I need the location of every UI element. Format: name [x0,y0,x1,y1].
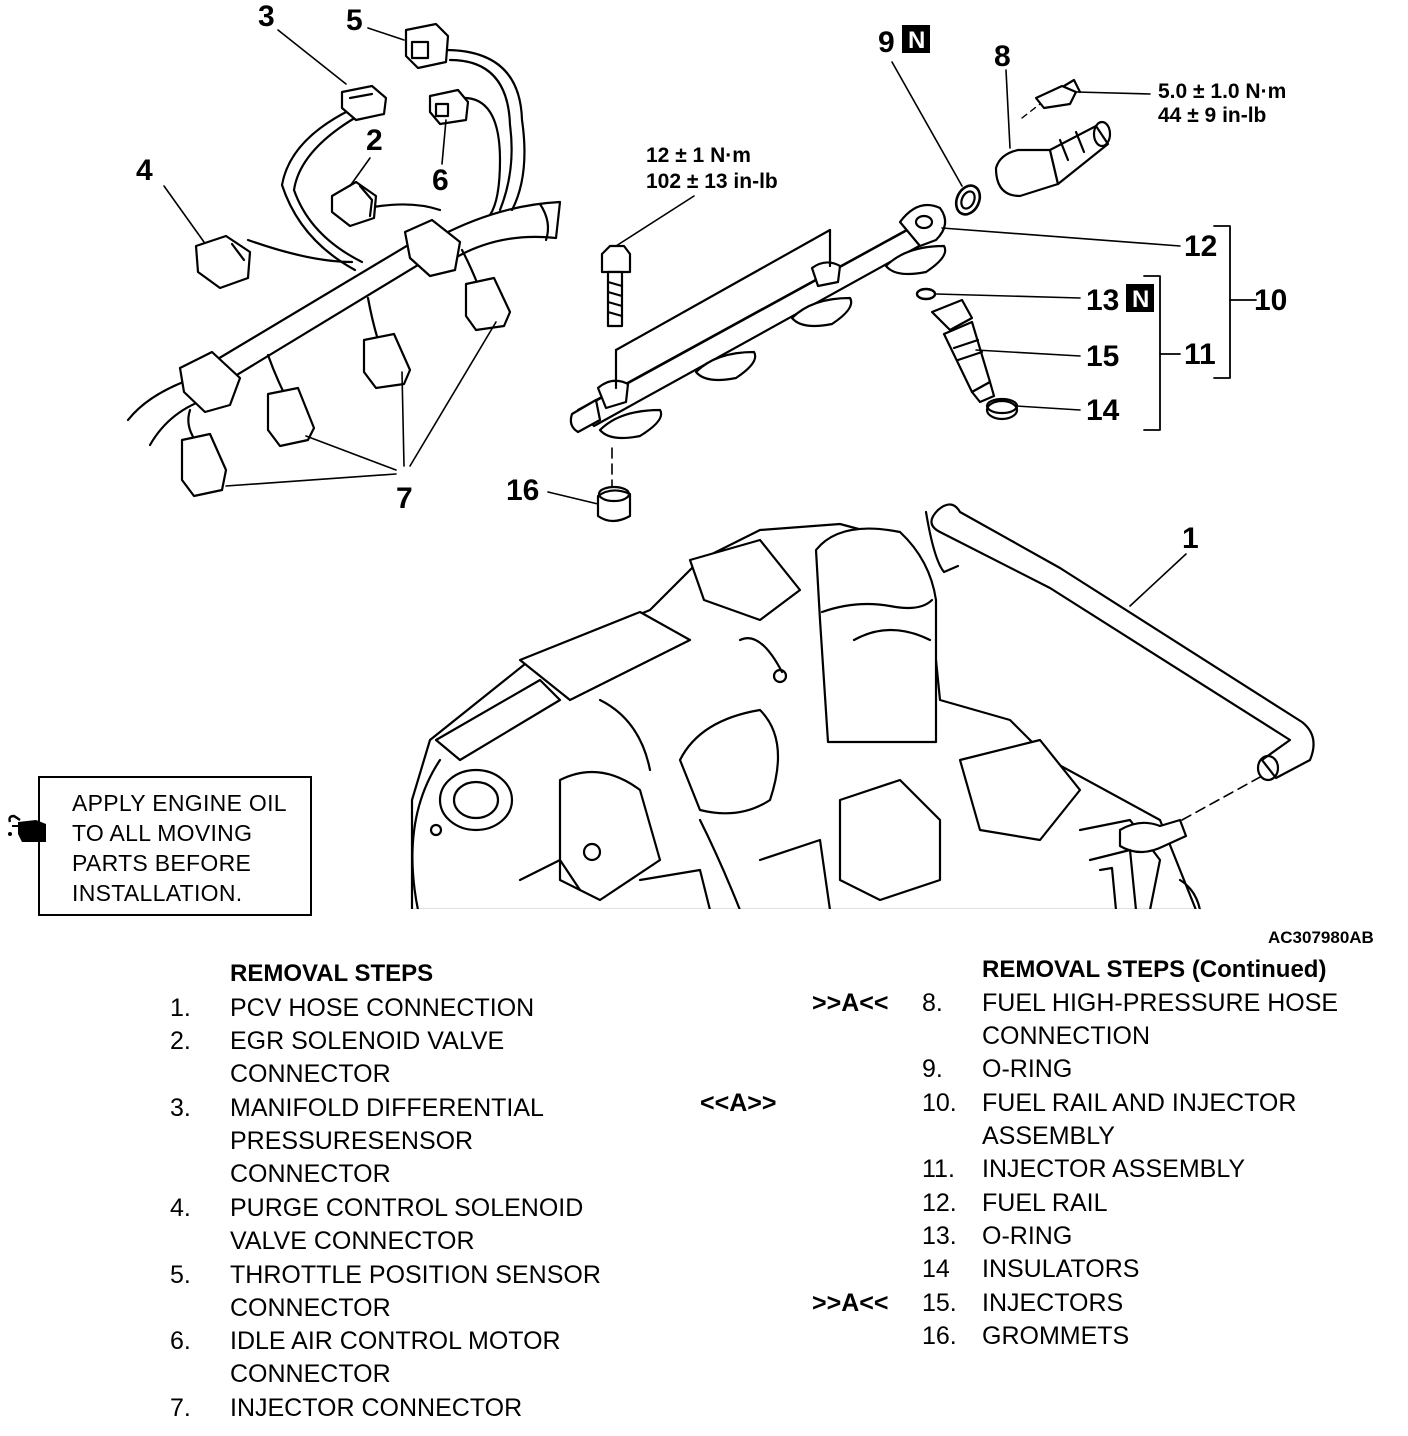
callout-13: 13 [1086,284,1119,317]
step-text: INJECTORS [982,1289,1124,1317]
step-text: CONNECTOR [230,1360,391,1388]
step-text: MANIFOLD DIFFERENTIAL [230,1094,544,1122]
callout-10: 10 [1254,284,1287,317]
callout-3: 3 [258,0,275,33]
new-part-badge-13: N [1126,284,1154,313]
step-text: IDLE AIR CONTROL MOTOR [230,1327,561,1355]
step-text: O-RING [982,1055,1073,1083]
procedure-mark: >>A<< [812,989,889,1017]
connector-2-egr [330,180,378,228]
step-text: INSULATORS [982,1255,1140,1283]
callout-16: 16 [506,474,539,507]
step-number: 12. [922,1189,957,1217]
step-text: CONNECTOR [230,1060,391,1088]
left-steps-title: REMOVAL STEPS [230,960,434,987]
callout-12: 12 [1184,230,1217,263]
torque-hose-bolt-nm: 5.0 ± 1.0 N·m [1158,80,1286,103]
step-number: 4. [170,1194,191,1222]
step-text: CONNECTOR [230,1294,391,1322]
rail-mounting-bolt [600,195,695,328]
callout-11: 11 [1184,338,1216,371]
new-part-badge-9: N [902,25,930,54]
o-ring-9 [891,61,982,216]
step-text: ASSEMBLY [982,1122,1115,1150]
step-number: 1. [170,994,191,1022]
callout-5: 5 [346,4,363,37]
note-box [38,776,312,916]
callout-labels: 1 2 3 4 5 6 7 8 9 10 11 12 13 14 15 16 N… [136,0,1287,555]
step-number: 14 [922,1255,950,1283]
step-number: 11. [922,1155,955,1183]
connector-7-injectors [180,276,512,498]
step-number: 15. [922,1289,957,1317]
note-line-1: APPLY ENGINE OIL [72,790,287,816]
step-text: EGR SOLENOID VALVE [230,1027,505,1055]
callout-15: 15 [1086,340,1119,373]
callout-14: 14 [1086,394,1120,427]
note-line-3: PARTS BEFORE [72,850,252,876]
connector-3-map-sensor [340,84,388,122]
step-text: FUEL RAIL [982,1189,1108,1217]
right-steps-title: REMOVAL STEPS (Continued) [982,956,1327,983]
connector-6-iac [428,88,470,126]
step-text: CONNECTION [982,1022,1151,1050]
group-brackets [1143,225,1257,431]
step-text: GROMMETS [982,1322,1130,1350]
callout-7: 7 [396,482,413,515]
step-text: O-RING [982,1222,1073,1250]
injector-assembly [915,227,1181,421]
step-text: FUEL RAIL AND INJECTOR [982,1089,1297,1117]
connector-4-purge [194,234,252,290]
step-text: VALVE CONNECTOR [230,1227,475,1255]
step-text: PRESSURESENSOR [230,1127,474,1155]
callout-1: 1 [1182,522,1199,555]
step-number: 5. [170,1261,191,1289]
step-number: 6. [170,1327,191,1355]
step-number: 9. [922,1055,943,1083]
callout-4: 4 [136,154,153,187]
engine-view [410,503,1315,912]
leader-lines-left [163,27,497,487]
step-text: THROTTLE POSITION SENSOR [230,1261,601,1289]
callout-2: 2 [366,124,383,157]
step-number: 8. [922,989,943,1017]
torque-rail-bolt-nm: 12 ± 1 N·m [646,144,751,167]
wiring-harness [126,48,562,447]
step-number: 16. [922,1322,957,1350]
svg-text:N: N [908,27,925,54]
step-number: 13. [922,1222,957,1250]
step-text: PURGE CONTROL SOLENOID [230,1194,584,1222]
step-text: FUEL HIGH-PRESSURE HOSE [982,989,1339,1017]
fuel-rail-exploded-diagram: 1 2 3 4 5 6 7 8 9 10 11 12 13 14 15 16 N… [126,0,1315,913]
svg-text:N: N [1132,286,1149,313]
step-number: 2. [170,1027,191,1055]
note-line-4: INSTALLATION. [72,880,243,906]
step-number: 3. [170,1094,191,1122]
step-text: INJECTOR CONNECTOR [230,1394,523,1422]
fuel-rail-assembly [569,204,947,440]
step-number: 7. [170,1394,191,1422]
torque-hose-bolt-inlb: 44 ± 9 in-lb [1158,104,1266,127]
figure-id: AC307980AB [1268,928,1374,947]
note-line-2: TO ALL MOVING [72,820,253,846]
connector-5-tps [404,22,450,70]
callout-9: 9 [878,26,895,59]
callout-8: 8 [994,40,1011,73]
step-number: 10. [922,1089,957,1117]
grommet [547,447,632,523]
step-text: PCV HOSE CONNECTION [230,994,535,1022]
step-text: CONNECTOR [230,1160,391,1188]
high-pressure-hose [994,69,1151,198]
procedure-mark: <<A>> [700,1089,777,1117]
torque-rail-bolt-inlb: 102 ± 13 in-lb [646,170,778,193]
procedure-mark: >>A<< [812,1289,889,1317]
step-text: INJECTOR ASSEMBLY [982,1155,1246,1183]
callout-6: 6 [432,164,449,197]
